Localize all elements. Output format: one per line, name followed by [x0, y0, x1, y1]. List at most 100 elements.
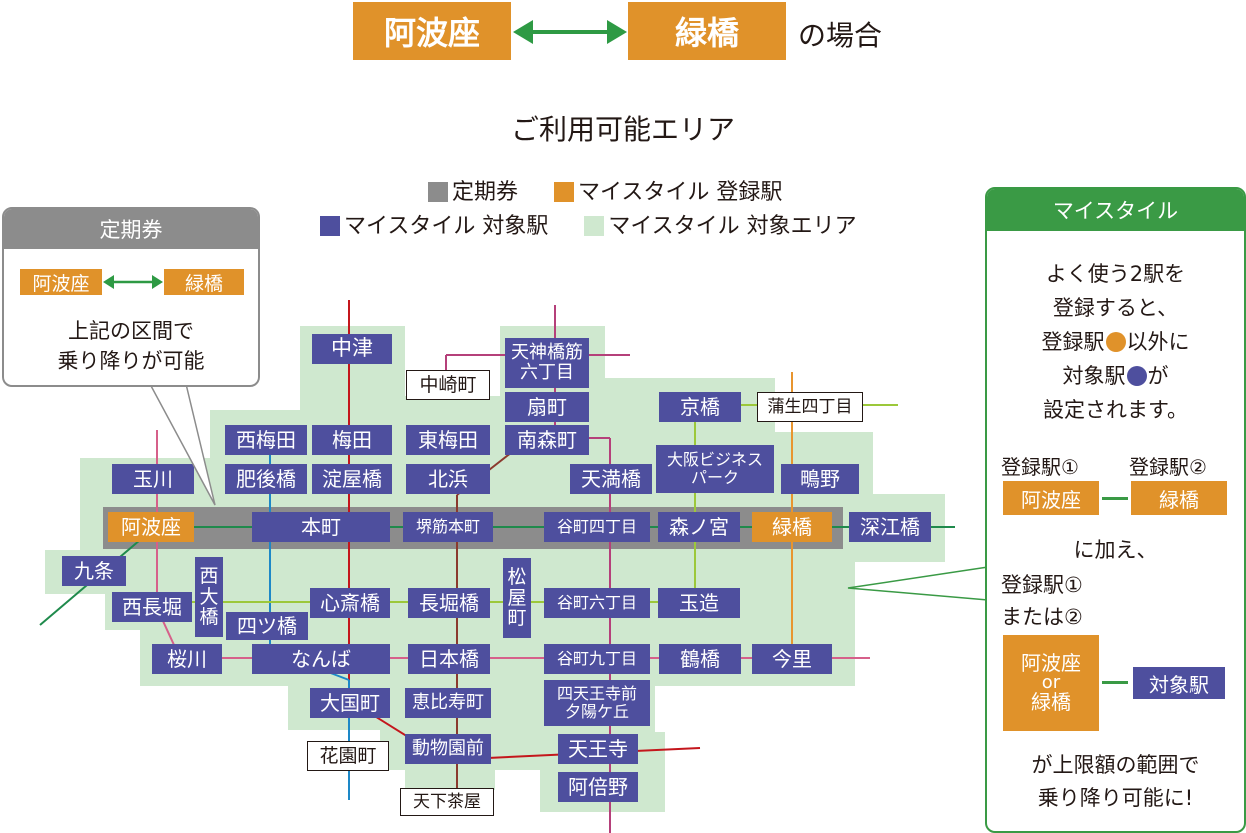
teiki-desc-line1: 上記の区間で: [68, 319, 194, 343]
station-awaza: 阿波座: [108, 512, 194, 542]
station-tamagawa: 玉川: [112, 464, 194, 494]
station-nishiohashi: 西 大 橋: [195, 557, 223, 637]
station-abeno: 阿倍野: [558, 772, 638, 802]
legend-area-square: [584, 216, 605, 236]
station-imazato: 今里: [752, 644, 832, 674]
orange-dot-icon: [1105, 332, 1126, 352]
my-style-or-word: or: [1041, 671, 1061, 693]
my-style-connector-1: [1102, 497, 1128, 500]
station-yotsubashi: 四ツ橋: [226, 612, 308, 640]
my-style-or-a: 阿波座: [1021, 650, 1081, 675]
station-nishinagahori: 西長堀: [112, 592, 192, 622]
teiki-callout: 定期券 阿波座 緑橋 上記の区間で 乗り降りが可能: [2, 207, 260, 387]
my-style-reg1-label: 登録駅①: [1001, 455, 1079, 479]
station-minamimorimachi: 南森町: [505, 425, 589, 455]
teiki-callout-title: 定期券: [4, 209, 258, 249]
station-osaka-business-park: 大阪ビジネス パーク: [656, 445, 774, 493]
station-higashiumeda: 東梅田: [406, 425, 490, 455]
station-kyobashi: 京橋: [659, 392, 741, 422]
station-tanimachi4: 谷町四丁目: [544, 512, 650, 542]
station-honmachi: 本町: [252, 512, 390, 542]
my-style-foot-2: 乗り降り可能に!: [1037, 786, 1194, 810]
station-higobashi: 肥後橋: [225, 464, 307, 494]
legend-target-label: マイスタイル 対象駅: [344, 214, 549, 239]
station-kujo: 九条: [62, 556, 126, 586]
my-style-desc-1: よく使う2駅を: [1045, 262, 1186, 286]
my-style-callout: マイスタイル よく使う2駅を 登録すると、 登録駅以外に 対象駅が 設定されます…: [985, 187, 1246, 833]
teiki-from-station: 阿波座: [20, 269, 102, 295]
station-obp-line1: 大阪ビジネス: [666, 450, 763, 470]
station-tenjin-line1: 天神橋筋: [511, 342, 583, 364]
teiki-desc-line2: 乗り降りが可能: [57, 349, 205, 373]
station-tennoji: 天王寺: [558, 734, 638, 764]
legend-reg-label: マイスタイル 登録駅: [578, 180, 783, 205]
station-matsuyamachi: 松 屋 町: [503, 558, 531, 638]
my-style-or-b: 緑橋: [1031, 690, 1071, 715]
legend-row-1: 定期券 マイスタイル 登録駅: [428, 174, 782, 206]
station-shitennoji-line2: 夕陽ケ丘: [564, 702, 629, 721]
my-style-callout-title: マイスタイル: [987, 189, 1244, 231]
my-style-desc-3b: 以外に: [1126, 330, 1190, 354]
station-kitahama: 北浜: [406, 464, 490, 494]
teiki-to-station: 緑橋: [164, 269, 244, 295]
station-tenjinbashisuji: 天神橋筋 六丁目: [505, 338, 589, 388]
station-namba: なんば: [252, 644, 390, 674]
station-umeda: 梅田: [312, 425, 392, 455]
legend-orange-square: [554, 182, 575, 202]
station-hanazonocho: 花園町: [307, 741, 389, 771]
my-style-kuwae: に加え、: [1073, 538, 1158, 562]
header-from-station: 阿波座: [353, 2, 511, 60]
my-style-connector-2: [1102, 681, 1128, 684]
header-to-station: 緑橋: [628, 2, 786, 60]
my-style-desc-4: 対象駅が: [987, 359, 1244, 393]
double-arrow-icon: [513, 20, 627, 44]
station-tengachaya: 天下茶屋: [400, 788, 494, 816]
station-nakatsu: 中津: [312, 334, 392, 364]
station-tenjin-line2: 六丁目: [520, 362, 574, 383]
blue-dot-icon: [1126, 366, 1147, 386]
teiki-arrow-icon: [103, 275, 163, 289]
my-style-desc-4a: 対象駅: [1062, 364, 1126, 388]
station-nakazakicho: 中崎町: [406, 370, 490, 400]
my-style-desc-2: 登録すると、: [1052, 296, 1179, 320]
station-nishiumeda: 西梅田: [225, 425, 307, 455]
station-daikokucho: 大国町: [310, 688, 390, 718]
station-tsuruhashi: 鶴橋: [659, 644, 741, 674]
header-suffix: の場合: [798, 19, 883, 52]
station-sakaisujihonmachi: 堺筋本町: [403, 512, 493, 542]
station-tenmabashi: 天満橋: [570, 464, 652, 494]
my-style-target-station: 対象駅: [1133, 667, 1225, 699]
my-style-desc-5: 設定されます。: [1043, 398, 1188, 422]
my-style-matawa: または②: [1001, 605, 1083, 629]
legend-area-label: マイスタイル 対象エリア: [608, 214, 857, 239]
my-style-desc-4b: が: [1147, 364, 1169, 388]
my-style-reg1-station: 阿波座: [1003, 481, 1099, 515]
legend-teiki-label: 定期券: [452, 180, 519, 205]
station-ogimachi: 扇町: [505, 392, 589, 422]
my-style-desc-3: 登録駅以外に: [987, 325, 1244, 359]
my-style-or-box: 阿波座 or 緑橋: [1003, 635, 1099, 731]
station-obp-line2: パーク: [690, 468, 739, 487]
station-ebisucho: 恵比寿町: [405, 688, 491, 718]
legend-blue-square: [320, 216, 340, 236]
station-tamatsukuri: 玉造: [658, 588, 740, 618]
station-nipponbashi: 日本橋: [408, 644, 490, 674]
legend-row-2: マイスタイル 対象駅 マイスタイル 対象エリア: [320, 208, 857, 240]
station-dobutsuenmae: 動物園前: [405, 734, 491, 764]
page-subtitle: ご利用可能エリア: [510, 113, 735, 146]
station-shitennojimae: 四天王寺前 夕陽ケ丘: [544, 680, 650, 726]
station-sakuragawa: 桜川: [152, 644, 222, 674]
station-morinomiya: 森ノ宮: [658, 512, 740, 542]
station-shitennoji-line1: 四天王寺前: [556, 684, 637, 704]
my-style-reg2-station: 緑橋: [1131, 481, 1227, 515]
my-style-reg1b: 登録駅①: [1001, 573, 1083, 597]
station-midoribashi: 緑橋: [752, 512, 832, 542]
station-shigino: 鴫野: [781, 464, 859, 494]
station-shinsaibashi: 心斎橋: [310, 588, 390, 618]
my-style-desc-3a: 登録駅: [1041, 330, 1105, 354]
legend-gray-square: [428, 182, 448, 202]
station-nagahoribashi: 長堀橋: [408, 588, 490, 618]
station-yodoyabashi: 淀屋橋: [312, 464, 392, 494]
my-style-foot-1: が上限額の範囲で: [1031, 753, 1200, 777]
